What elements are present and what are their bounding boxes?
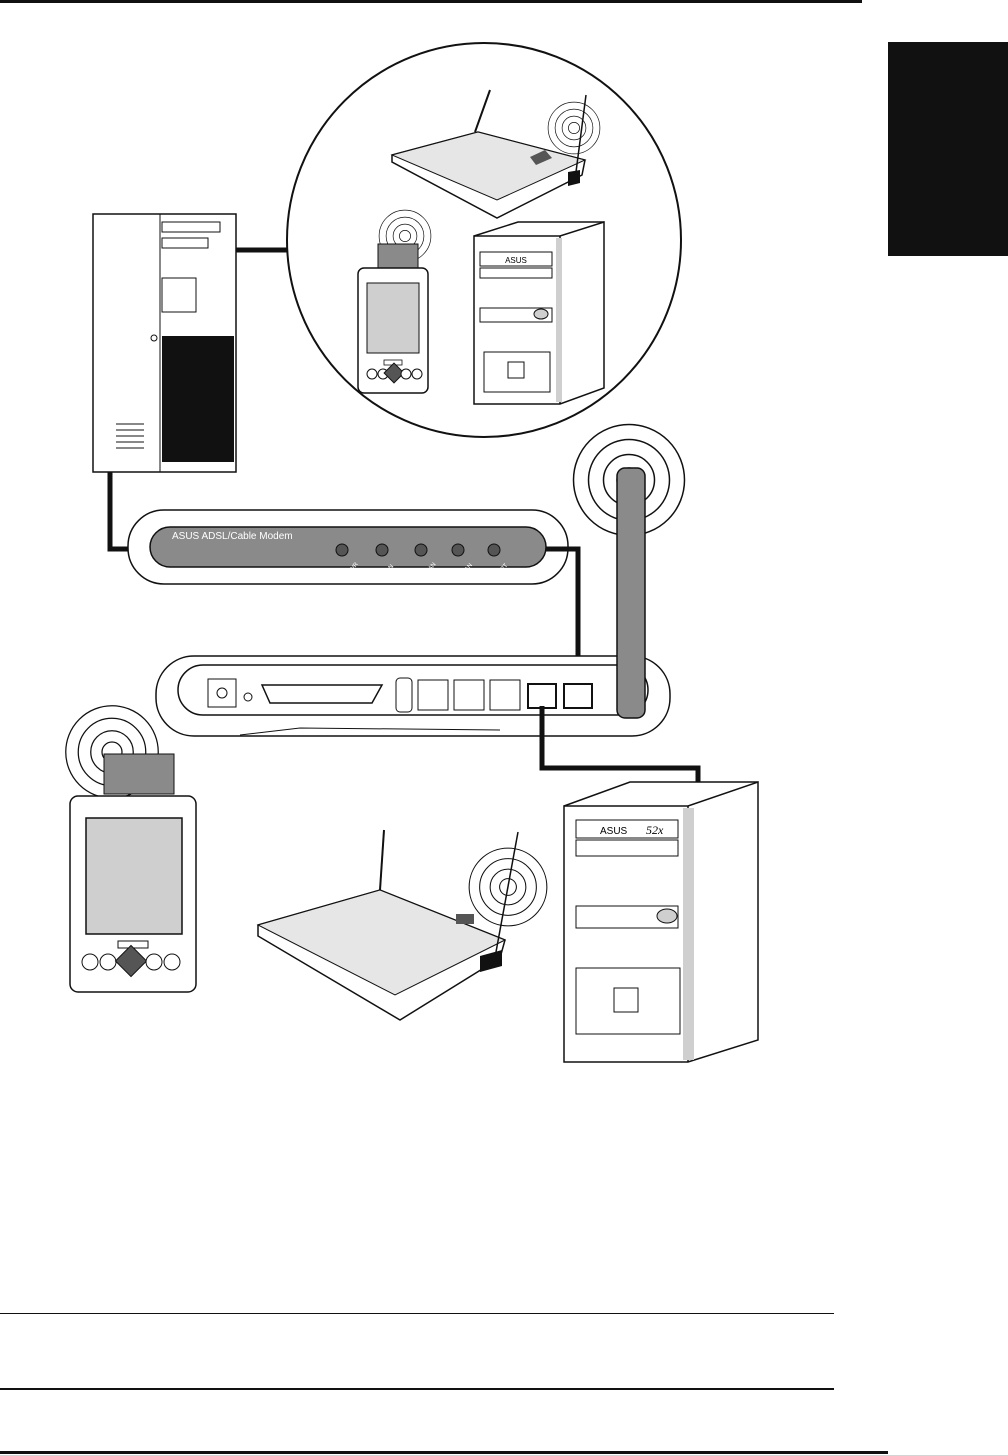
- pda-large: [66, 706, 196, 992]
- modem-label: ASUS ADSL/Cable Modem: [172, 531, 293, 542]
- drive-brand-large: ASUS: [600, 826, 628, 837]
- desktop-small: ASUS: [474, 222, 604, 404]
- laptop-large: [258, 830, 547, 1020]
- server-rack: [93, 214, 236, 472]
- drive-speed-large: 52x: [646, 823, 664, 837]
- drive-brand-small: ASUS: [505, 256, 527, 265]
- desktop-large: ASUS 52x: [564, 782, 758, 1062]
